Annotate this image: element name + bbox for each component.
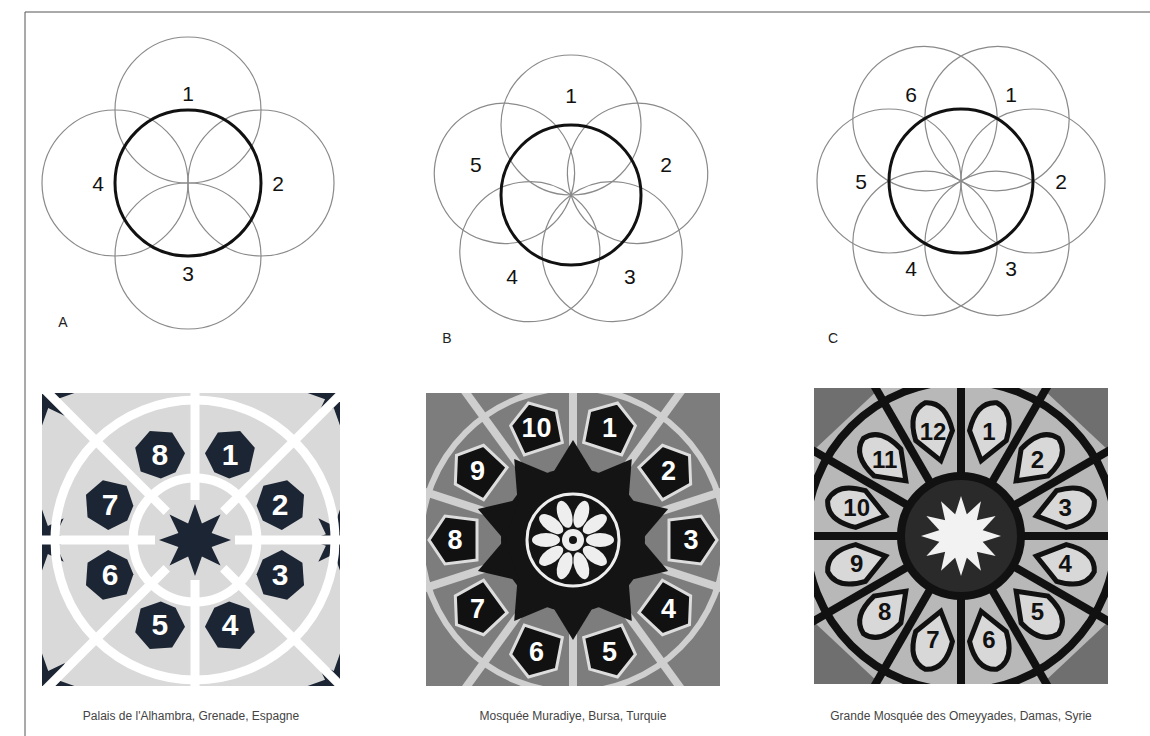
caption: Grande Mosquée des Omeyyades, Damas, Syr… — [829, 710, 1092, 722]
callout-number: 3 — [683, 527, 698, 554]
callout-number: 12 — [920, 420, 947, 444]
callout-number: 4 — [91, 173, 105, 194]
callout-number: 1 — [602, 414, 617, 441]
caption: Palais de l'Alhambra, Grenade, Espagne — [82, 710, 300, 722]
callout-number: 2 — [659, 154, 673, 175]
figure-letter: B — [441, 331, 452, 345]
callout-number: 11 — [872, 448, 897, 472]
figure-letter: A — [57, 315, 68, 329]
callout-number: 4 — [1059, 552, 1072, 576]
tile-photo — [426, 393, 720, 686]
callout-number: 10 — [843, 496, 870, 520]
callout-number: 1 — [1004, 84, 1018, 105]
callout-number: 7 — [926, 628, 939, 652]
callout-number: 3 — [623, 265, 637, 286]
callout-number: 3 — [1059, 496, 1072, 520]
tile-photo — [814, 388, 1108, 684]
callout-number: 2 — [1054, 171, 1068, 192]
callout-number: 6 — [982, 628, 995, 652]
callout-number: 8 — [151, 440, 168, 470]
callout-number: 5 — [602, 639, 617, 666]
callout-number: 4 — [505, 265, 519, 286]
callout-number: 10 — [521, 414, 551, 441]
callout-number: 9 — [850, 552, 863, 576]
callout-number: 1 — [982, 420, 995, 444]
callout-number: 6 — [102, 560, 119, 590]
callout-number: 6 — [904, 84, 918, 105]
callout-number: 5 — [854, 171, 868, 192]
circle-figure — [817, 20, 1105, 341]
callout-number: 5 — [151, 610, 168, 640]
callout-number: 2 — [271, 173, 285, 194]
callout-number: 1 — [222, 440, 239, 470]
callout-number: 4 — [222, 610, 239, 640]
tile-photo — [42, 393, 340, 686]
callout-number: 3 — [272, 560, 289, 590]
callout-number: 2 — [1031, 448, 1044, 472]
callout-number: 4 — [904, 257, 918, 278]
callout-number: 2 — [272, 490, 289, 520]
circle-figure — [416, 55, 726, 349]
callout-number: 5 — [469, 154, 483, 175]
callout-number: 1 — [564, 85, 578, 106]
callout-number: 1 — [181, 83, 195, 104]
callout-number: 9 — [470, 457, 485, 484]
figure-letter: C — [827, 331, 839, 345]
callout-number: 4 — [661, 596, 676, 623]
circle-figure — [42, 37, 334, 329]
callout-number: 3 — [181, 263, 195, 284]
callout-number: 5 — [1031, 600, 1044, 624]
callout-number: 2 — [661, 457, 676, 484]
callout-number: 7 — [102, 490, 119, 520]
caption: Mosquée Muradiye, Bursa, Turquie — [479, 710, 668, 722]
callout-number: 6 — [529, 639, 544, 666]
callout-number: 7 — [470, 596, 485, 623]
callout-number: 3 — [1004, 257, 1018, 278]
callout-number: 8 — [447, 527, 462, 554]
callout-number: 8 — [878, 600, 891, 624]
